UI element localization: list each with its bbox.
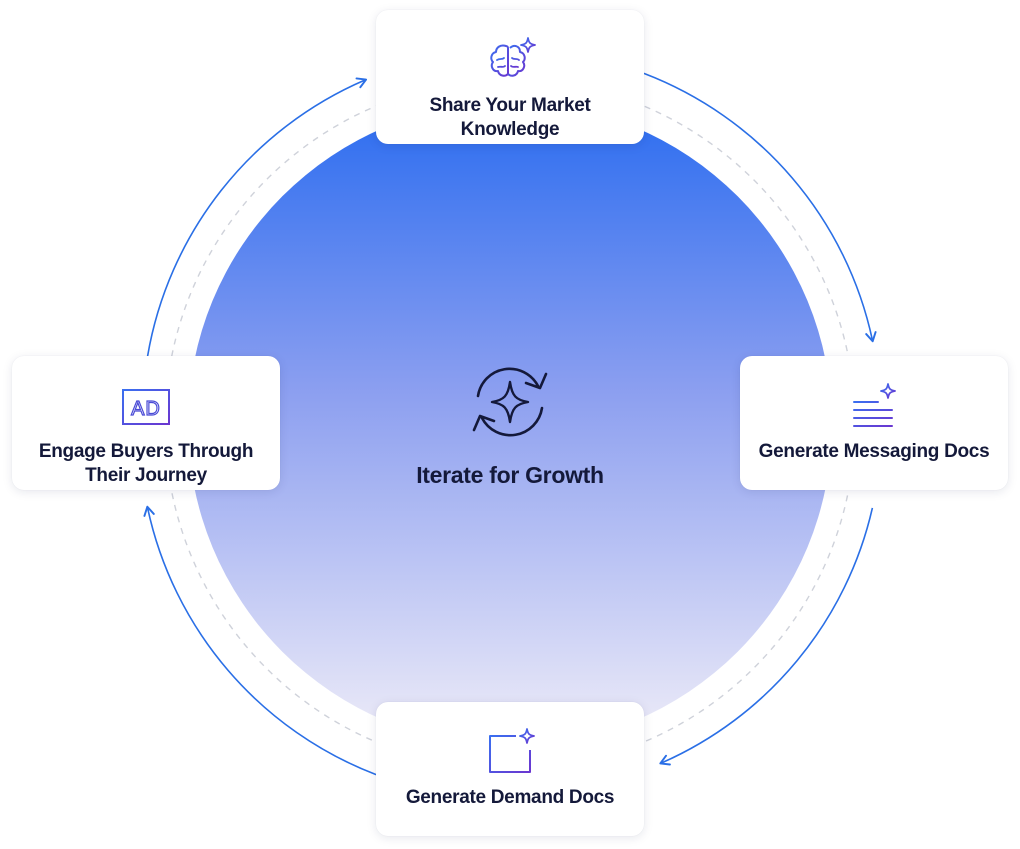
step-card-engage-buyers: AD Engage Buyers Through Their Journey — [12, 356, 280, 490]
step-card-generate-messaging-docs: Generate Messaging Docs — [740, 356, 1008, 490]
brain-sparkle-icon — [490, 37, 536, 81]
step-label: Generate Demand Docs — [405, 787, 615, 808]
arrow-top-to-right — [643, 72, 877, 343]
step-label: Generate Messaging Docs — [758, 441, 990, 462]
arrow-right-to-bottom — [659, 507, 874, 766]
center-title: Iterate for Growth — [416, 462, 604, 488]
arrow-bottom-to-left — [143, 505, 377, 776]
center-hub: Iterate for Growth — [380, 356, 640, 489]
step-label: Share Your Market Knowledge — [429, 95, 591, 140]
ad-icon-text: AD — [131, 398, 161, 420]
refresh-sparkle-icon — [472, 367, 548, 437]
lines-sparkle-icon — [853, 383, 896, 427]
step-label: Engage Buyers Through Their Journey — [38, 441, 254, 486]
window-sparkle-icon — [489, 728, 535, 773]
center-gradient-circle — [188, 102, 832, 746]
step-card-share-market-knowledge: Share Your Market Knowledge — [376, 10, 644, 144]
arrow-left-to-top — [146, 77, 368, 357]
step-card-generate-demand-docs: Generate Demand Docs — [376, 702, 644, 836]
ad-icon: AD — [122, 389, 170, 425]
